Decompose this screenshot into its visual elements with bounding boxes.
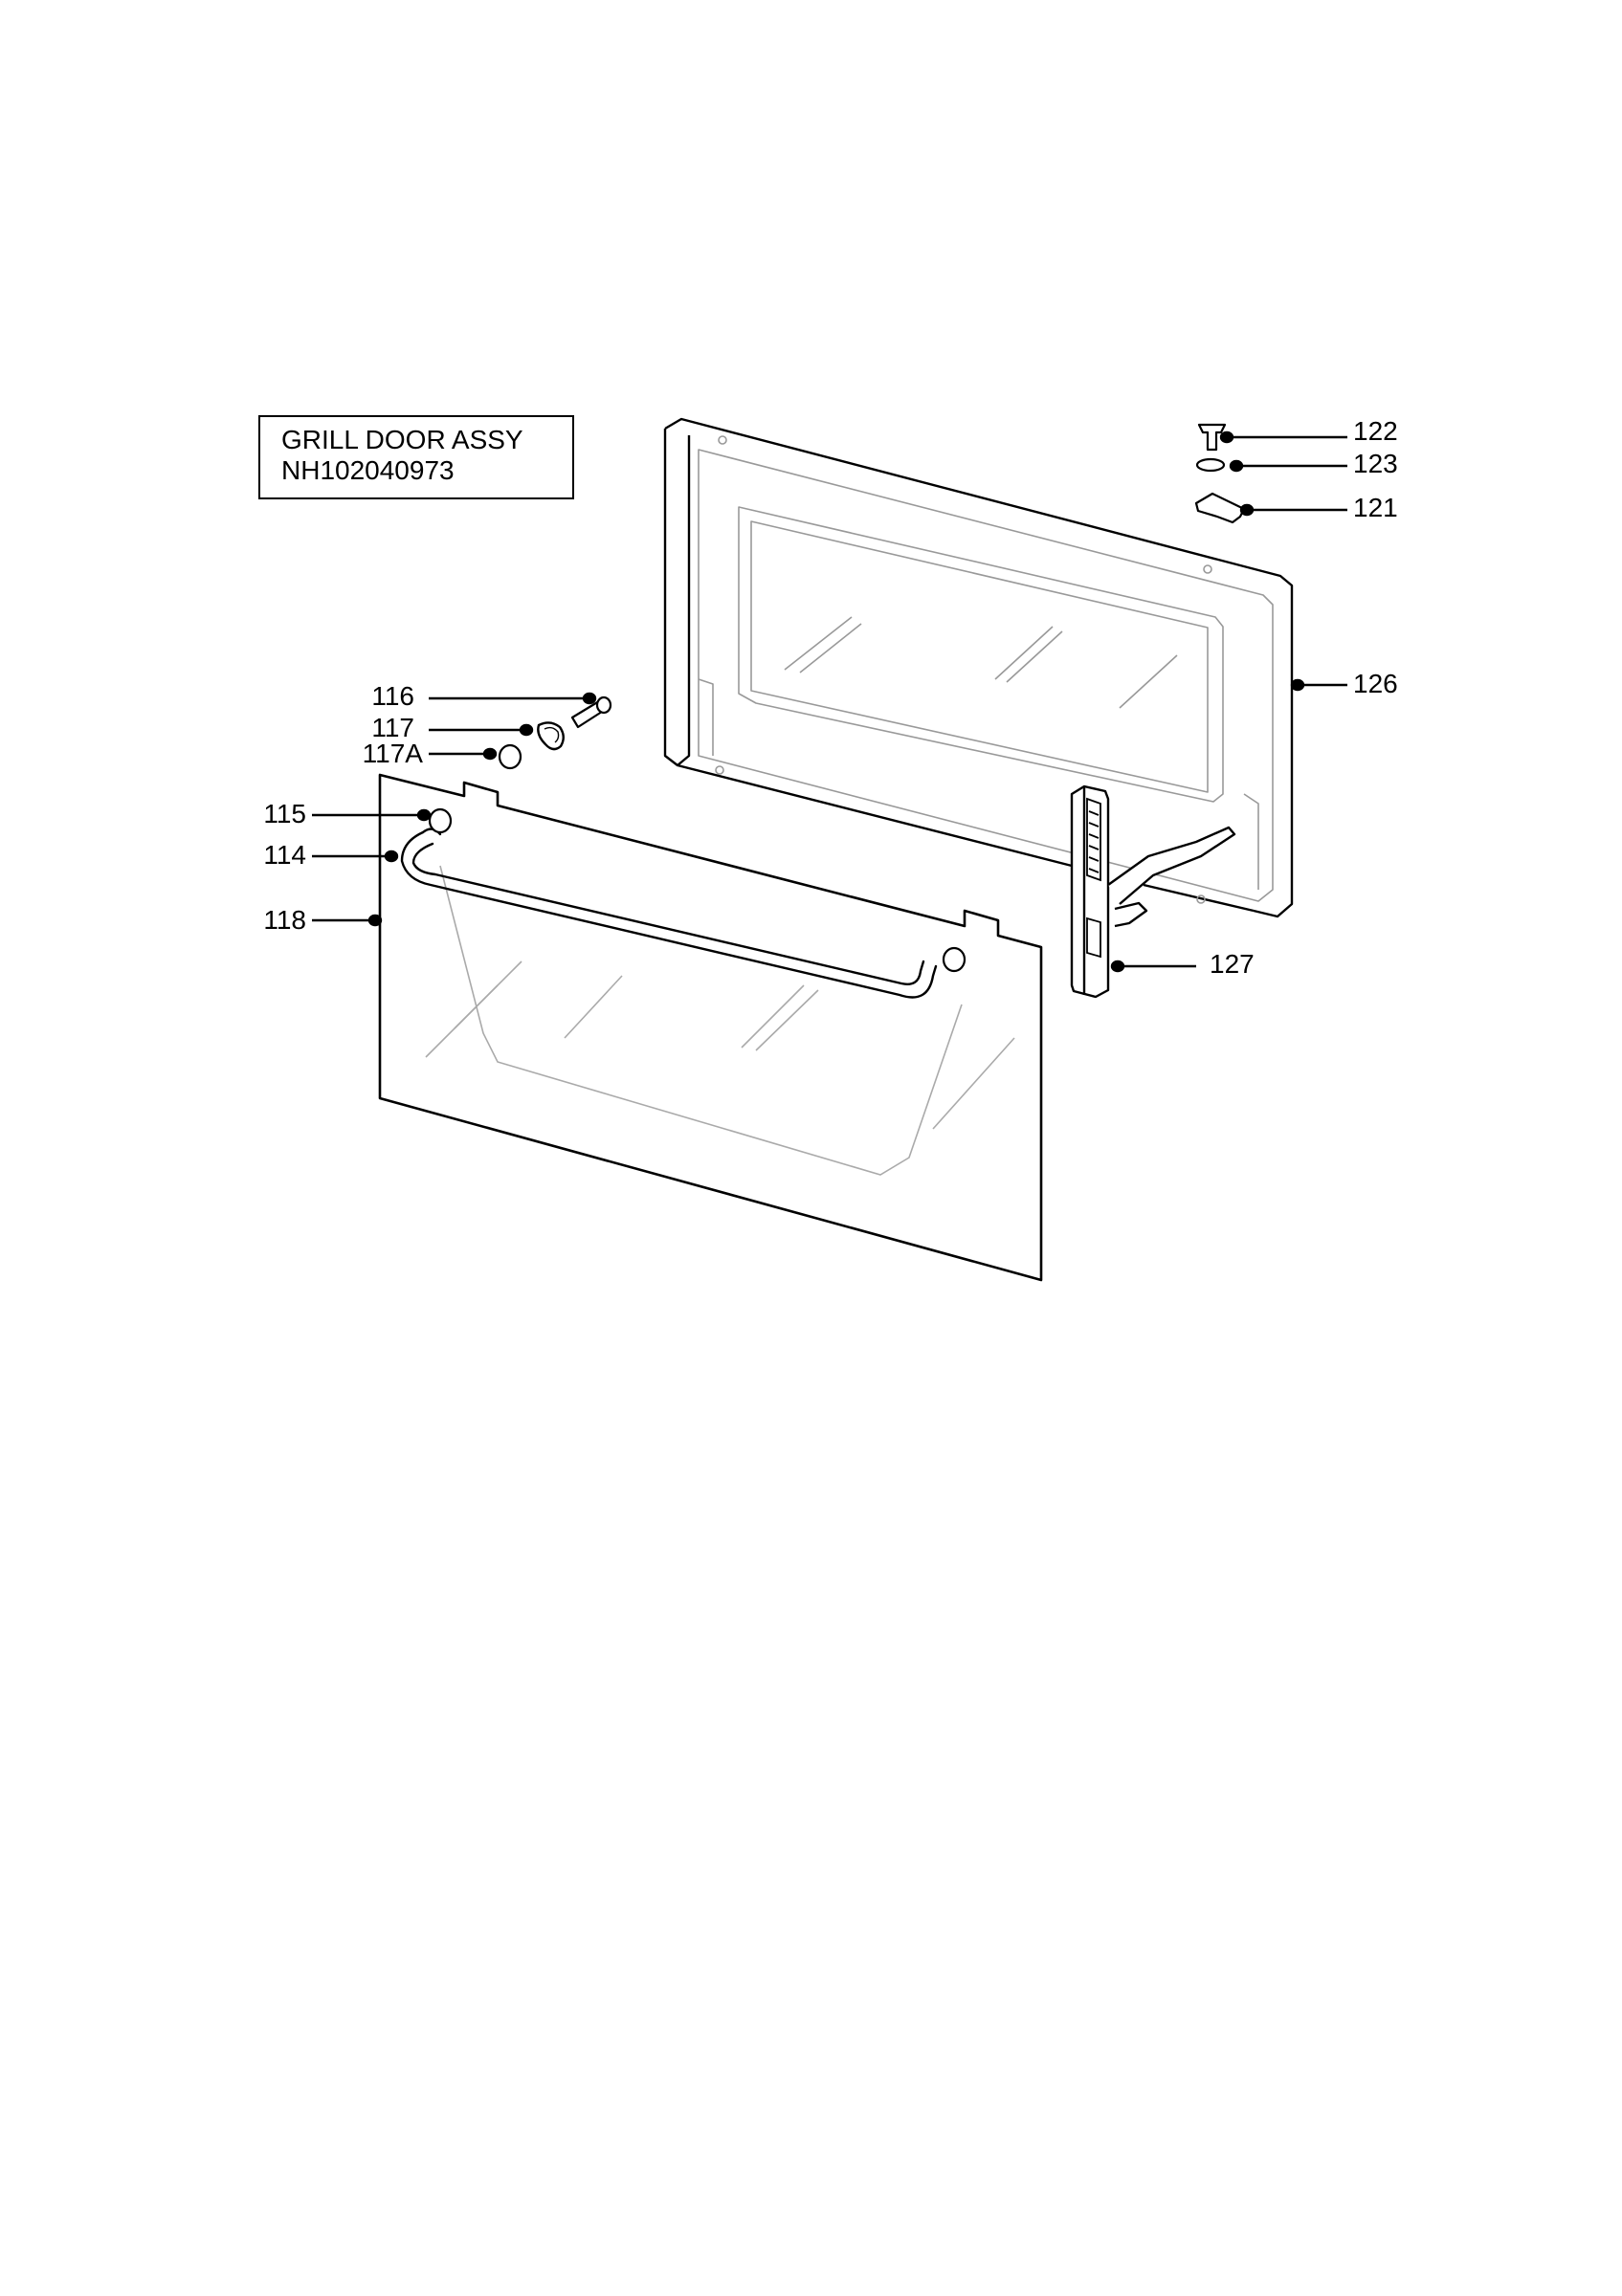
leader-lines: [312, 430, 1347, 973]
callout-114: 114: [263, 840, 306, 870]
door-handle-114: [400, 828, 938, 999]
washer-123: [1195, 457, 1226, 473]
callout-117: 117: [371, 713, 414, 742]
spacer-117a: [498, 743, 522, 770]
inner-door-panel-detail: [698, 435, 1274, 904]
assembly-part-number: NH102040973: [281, 455, 455, 485]
outer-glass-door-118: [378, 773, 1043, 1282]
hinge-127: [1070, 784, 1236, 999]
outer-glass-door-reflections: [425, 865, 1015, 1176]
washer-117: [537, 721, 565, 751]
assembly-title: GRILL DOOR ASSY: [281, 425, 523, 454]
inner-door-panel-126: [663, 417, 1294, 918]
screw-122: [1197, 423, 1227, 452]
callout-122: 122: [1353, 416, 1398, 446]
callout-115: 115: [263, 799, 306, 828]
assembly-title-box: GRILL DOOR ASSY NH102040973: [258, 415, 574, 499]
hinge-slots: [1086, 797, 1101, 959]
callout-123: 123: [1353, 449, 1398, 478]
screw-116: [570, 695, 612, 729]
callout-127: 127: [1210, 949, 1255, 979]
callout-116: 116: [371, 681, 414, 711]
callout-121: 121: [1353, 493, 1398, 522]
callout-118: 118: [263, 905, 306, 935]
callout-126: 126: [1353, 669, 1398, 698]
clip-121: [1194, 492, 1246, 524]
handle-end-cap-115: [428, 807, 967, 973]
callout-117a: 117A: [362, 739, 423, 768]
